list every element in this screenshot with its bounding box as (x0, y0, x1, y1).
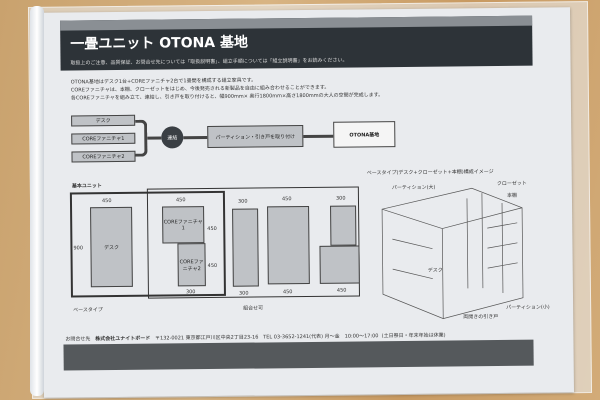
contact-label: お問合せ先 (65, 336, 91, 343)
dim-label: 450 (175, 197, 186, 204)
label-desk: デスク (427, 267, 443, 274)
dim-label: 300 (335, 195, 346, 202)
label-closet: クローゼット (496, 180, 527, 188)
combo-mixed-bottom (319, 245, 360, 284)
dim-label: 450 (336, 287, 347, 294)
hours-note: (土日祭日・年末年始は休業) (381, 332, 446, 340)
flow-join: 連結 (161, 126, 184, 149)
arrow-icon (147, 136, 162, 140)
flow-result: OTONA基地 (333, 121, 396, 148)
flow-desk: デスク (71, 114, 136, 127)
footer-band (63, 339, 534, 371)
image-title: ベースタイプ(デスク+クローゼット+本棚)構成イメージ (366, 169, 494, 177)
unit-3d-diagram (381, 187, 524, 319)
combo-300 (232, 208, 259, 287)
desk-unit: デスク (90, 206, 133, 288)
flow-core2: COREファニチャ2 (71, 150, 136, 163)
label-shelf: 本棚 (506, 192, 517, 199)
dim-label: 300 (237, 198, 248, 205)
dim-label: 300 (185, 289, 196, 296)
label-partition-small: パーティション(小) (506, 304, 550, 311)
dim-label: 450 (282, 289, 293, 296)
dim-label: 450 (101, 198, 112, 205)
dim-label: 900 (73, 245, 84, 252)
label-door: 両開きの引き戸 (463, 314, 499, 321)
combo-mixed-top (330, 205, 357, 246)
dim-label: 300 (238, 290, 249, 297)
combo-450 (267, 205, 310, 285)
arrow-icon (183, 136, 208, 140)
page-title: 一畳ユニット OTONA 基地 (70, 34, 249, 53)
base-type-label: ベースタイプ (73, 307, 103, 314)
header-subtitle: 取扱上のご注意、品質保証、お問合せ先については「取扱説明書」、組立手順については… (70, 57, 348, 67)
binder-spine (30, 6, 44, 396)
dim-label: 450 (281, 196, 292, 203)
dim-label: 450 (207, 225, 217, 233)
flow-core1: COREファニチャ1 (71, 132, 136, 145)
document-page: 一畳ユニット OTONA 基地 取扱上のご注意、品質保証、お問合せ先については「… (39, 7, 575, 398)
flow-bracket (135, 119, 148, 157)
dim-label: 450 (207, 262, 218, 270)
address: 〒132-0021 東京都江戸川区中央2丁目23-16 (154, 334, 259, 342)
label-partition-large: パーティション(大) (391, 184, 436, 192)
core2-unit: COREファニチャ2 (177, 243, 206, 287)
arrow-icon (303, 134, 334, 139)
intro-text: OTONA基地はデスク1台+COREファニチャ2台で1畳間を構成する組立家具です… (71, 75, 383, 102)
units-heading: 基本ユニット (71, 183, 102, 190)
company-name: 株式会社ユナイトボード (95, 335, 151, 343)
combo-label: 組合せ可 (243, 305, 264, 312)
flow-step: パーティション・引き戸を取り付け (207, 125, 304, 149)
core1-unit: COREファニチャ1 (162, 206, 205, 244)
header-band: 一畳ユニット OTONA 基地 取扱上のご注意、品質保証、お問合せ先については「… (60, 15, 533, 71)
telephone: TEL 03-3652-1241(代表) 月〜金 10:00〜17:00 (263, 333, 379, 341)
